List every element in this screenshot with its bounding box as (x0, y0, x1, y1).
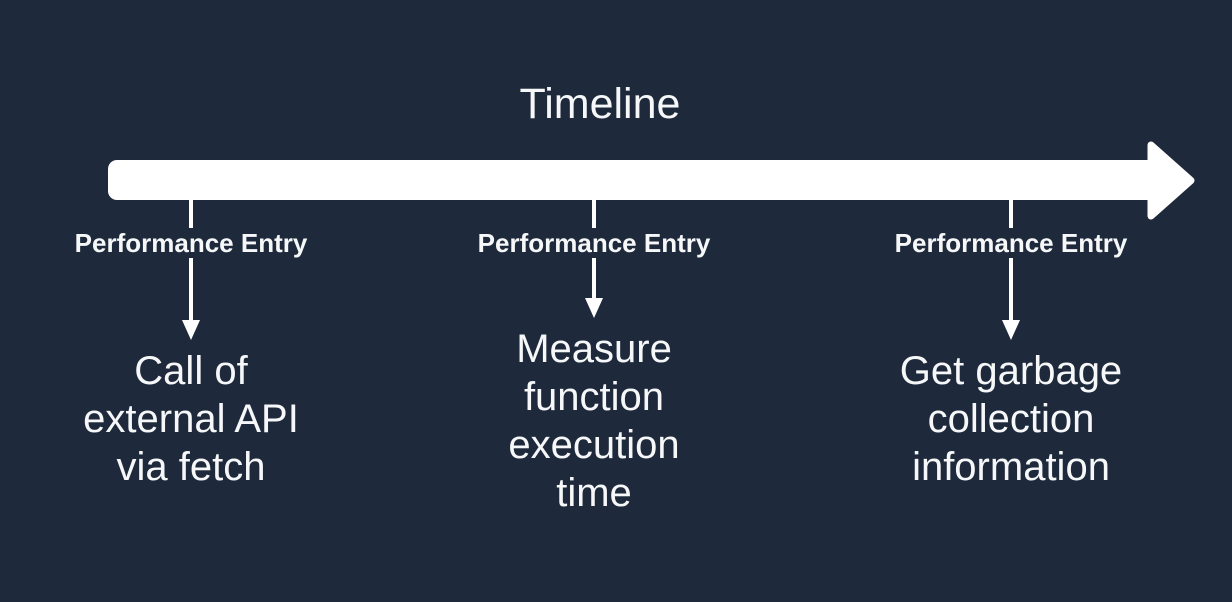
diagram-title: Timeline (519, 80, 681, 128)
connector-line (592, 200, 596, 228)
entry-description: Measure function execution time (508, 327, 680, 515)
entry-description: Get garbage collection information (899, 349, 1123, 489)
timeline-arrowhead-icon (1147, 141, 1195, 220)
connector-line (1009, 200, 1013, 228)
connector-line (1009, 258, 1013, 320)
timeline-arrow-shaft (108, 160, 1155, 200)
connector-line (592, 258, 596, 299)
down-arrowhead-icon (182, 320, 200, 340)
connector-line (189, 258, 193, 320)
down-arrowhead-icon (1002, 320, 1020, 340)
down-arrowhead-icon (585, 298, 603, 318)
performance-entry-label: Performance Entry (477, 228, 711, 258)
performance-entry-label: Performance Entry (74, 228, 308, 258)
timeline-entry-garbage-collection: Performance Entry Get garbage collection… (861, 0, 1161, 602)
connector-line (189, 200, 193, 228)
timeline-entry-function-timing: Performance Entry Measure function execu… (444, 0, 744, 602)
entry-description: Call of external API via fetch (83, 349, 299, 489)
performance-entry-label: Performance Entry (894, 228, 1128, 258)
timeline-entry-fetch: Performance Entry Call of external API v… (41, 0, 341, 602)
